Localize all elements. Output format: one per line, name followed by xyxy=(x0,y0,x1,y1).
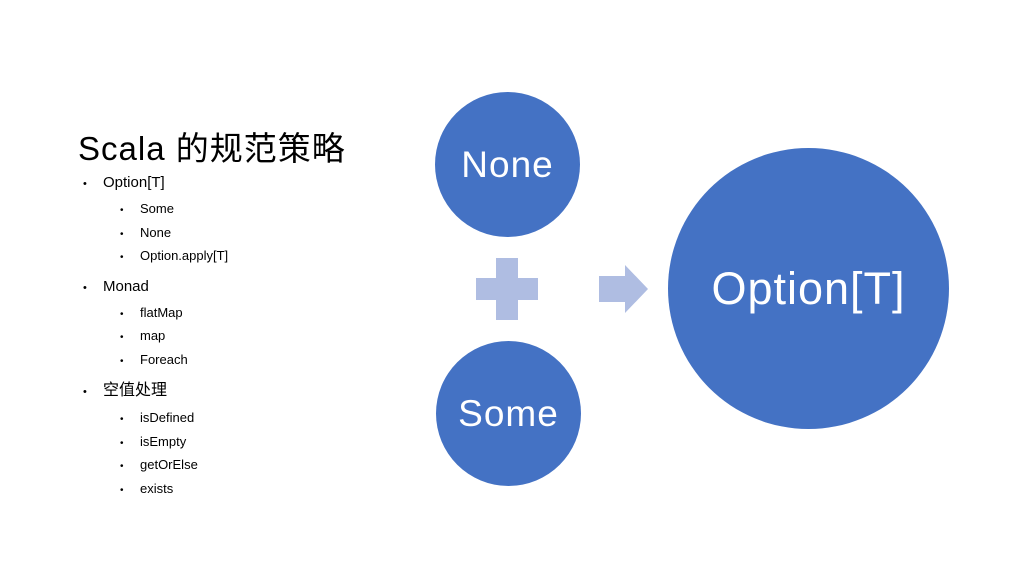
bullet-icon: • xyxy=(120,461,124,472)
outline-item-label: isDefined xyxy=(140,410,195,425)
some-circle-label: Some xyxy=(458,392,559,434)
outline-item-null-handling: • 空值处理 xyxy=(78,379,228,404)
bullet-icon: • xyxy=(120,484,124,496)
outline-item-foreach: • Foreach xyxy=(78,349,228,373)
outline-item-label: Some xyxy=(140,201,174,216)
option-t-circle: Option[T] xyxy=(668,148,949,429)
outline-item-label: getOrElse xyxy=(140,457,198,472)
outline-item-some: • Some xyxy=(78,198,228,222)
outline-item-label: exists xyxy=(140,480,174,496)
bullet-icon: • xyxy=(83,281,87,294)
slide-title: Scala 的规范策略 xyxy=(78,130,346,167)
bullet-icon: • xyxy=(120,205,124,216)
outline-item-getorelse: • getOrElse xyxy=(78,454,228,478)
outline-item-none: • None xyxy=(78,222,228,246)
outline-item-option-apply: • Option.apply[T] xyxy=(78,245,228,269)
outline-item-isdefined: • isDefined xyxy=(78,407,228,431)
outline-item-isempty: • isEmpty xyxy=(78,431,228,455)
outline-item-label: flatMap xyxy=(140,304,183,320)
bullet-icon: • xyxy=(120,228,124,240)
outline-item-label: None xyxy=(140,224,172,240)
bullet-icon: • xyxy=(83,386,87,398)
outline-item-label: Monad xyxy=(103,277,149,295)
outline-item-flatmap: • flatMap xyxy=(78,302,228,326)
bullet-icon: • xyxy=(120,308,124,320)
outline-item-label: Option[T] xyxy=(103,174,165,191)
bullet-icon: • xyxy=(120,252,124,263)
bullet-icon: • xyxy=(120,332,124,343)
bullet-icon: • xyxy=(83,178,87,190)
outline-item-label: 空值处理 xyxy=(103,382,168,399)
outline-item-monad: • Monad xyxy=(78,276,228,299)
none-circle: None xyxy=(435,92,580,237)
outline-item-option-t: • Option[T] xyxy=(78,172,228,195)
outline-item-label: map xyxy=(140,328,166,343)
some-circle: Some xyxy=(436,341,581,486)
option-t-circle-label: Option[T] xyxy=(711,262,906,314)
outline-item-map: • map xyxy=(78,325,228,349)
outline-item-label: Foreach xyxy=(140,351,188,367)
arrow-right-icon xyxy=(599,265,648,313)
outline-list: • Option[T] • Some • None • Option.apply… xyxy=(78,172,228,501)
none-circle-label: None xyxy=(461,143,554,185)
plus-icon xyxy=(476,258,538,320)
bullet-icon: • xyxy=(120,437,124,449)
bullet-icon: • xyxy=(120,355,124,367)
outline-item-label: Option.apply[T] xyxy=(140,248,229,263)
outline-item-label: isEmpty xyxy=(140,433,187,449)
outline-item-exists: • exists xyxy=(78,478,228,502)
bullet-icon: • xyxy=(120,414,124,425)
